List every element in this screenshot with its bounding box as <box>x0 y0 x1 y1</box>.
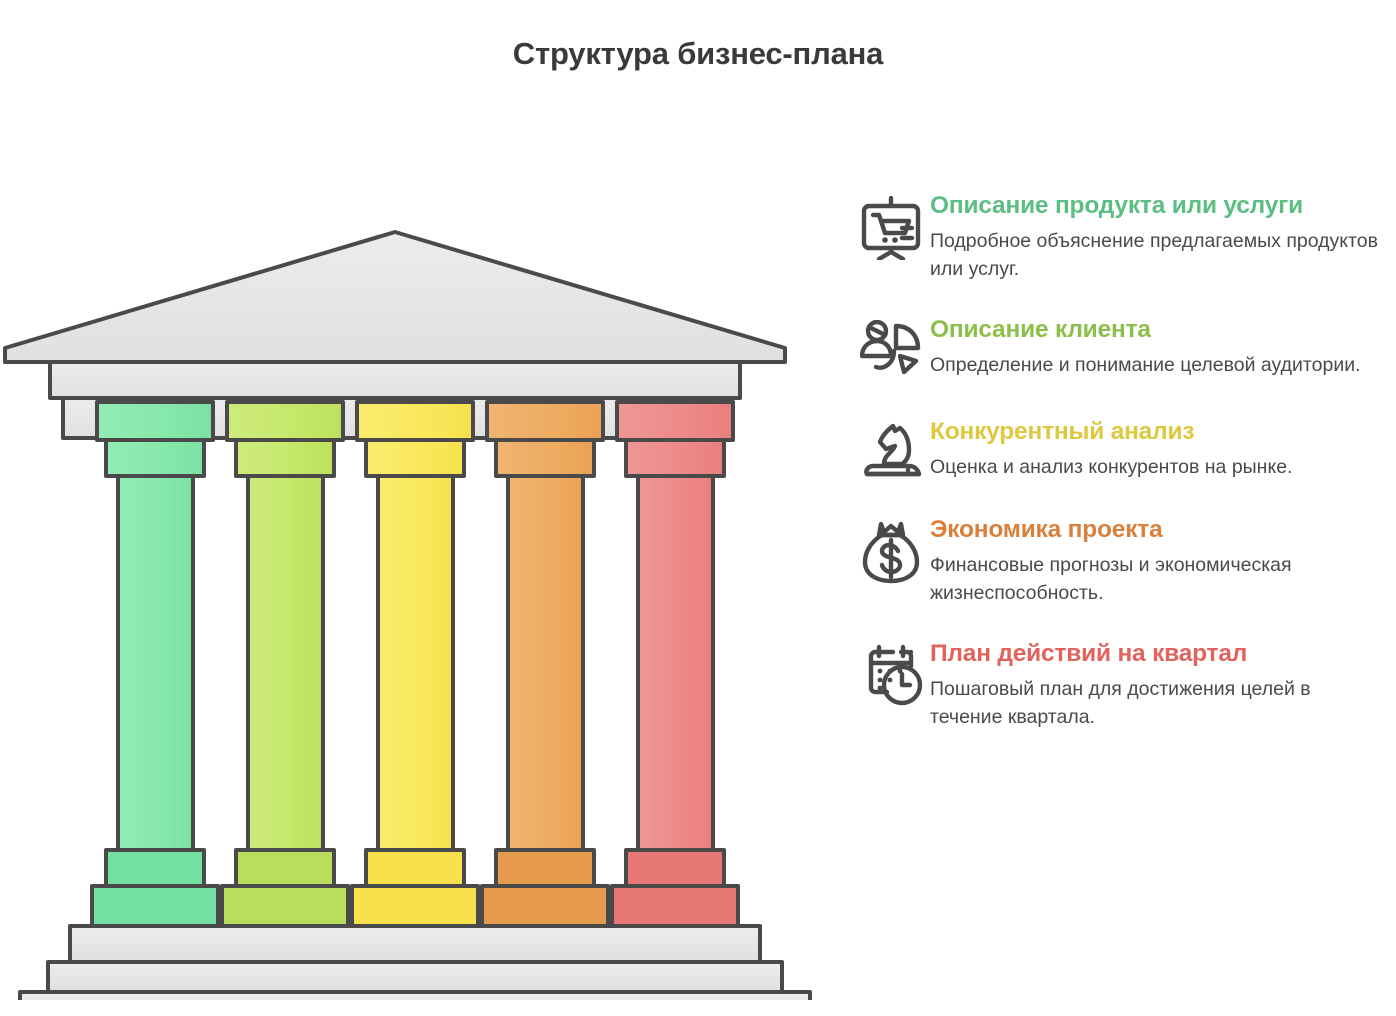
list-item-description: Пошаговый план для достижения целей в те… <box>930 677 1311 728</box>
list-item-heading: Описание клиента <box>930 315 1151 343</box>
list-item-heading: Описание продукта или услуги <box>930 192 1304 219</box>
list-item-description: Финансовые прогнозы и экономическая жизн… <box>930 554 1292 604</box>
column-product-description <box>90 400 220 928</box>
list-item-heading: Экономика проекта <box>930 515 1163 543</box>
column-quarter-action-plan <box>610 400 740 928</box>
list-item-description: Определение и понимание целевой аудитори… <box>930 354 1361 377</box>
temple-pediment <box>3 230 787 364</box>
column-competitive-analysis <box>350 400 480 928</box>
temple-entablature-upper <box>48 360 742 400</box>
list-item-project-economics[interactable]: Экономика проекта Финансовые прогнозы и … <box>852 514 1388 608</box>
chess-knight-icon <box>852 416 930 482</box>
temple-step-top <box>68 924 762 964</box>
list-item-heading: План действий на квартал <box>930 639 1248 667</box>
sections-list: Описание продукта или услуги Подробное о… <box>852 190 1388 744</box>
list-item-heading: Конкурентный анализ <box>930 417 1195 445</box>
temple-step-middle <box>46 960 784 994</box>
money-bag-icon <box>852 514 930 584</box>
person-pie-chart-icon <box>852 314 930 382</box>
list-item-description: Оценка и анализ конкурентов на рынке. <box>930 456 1293 479</box>
list-item-product-description[interactable]: Описание продукта или услуги Подробное о… <box>852 190 1388 284</box>
temple-step-bottom <box>18 990 812 1000</box>
list-item-quarter-action-plan[interactable]: План действий на квартал Пошаговый план … <box>852 638 1388 732</box>
page-title: Структура бизнес-плана <box>512 36 884 71</box>
list-item-description: Подробное объяснение предлагаемых продук… <box>930 230 1378 281</box>
column-project-economics <box>480 400 610 928</box>
presentation-cart-icon <box>852 190 930 260</box>
list-item-customer-description[interactable]: Описание клиента Определение и понимание… <box>852 314 1388 382</box>
temple-graphic <box>0 150 830 1000</box>
list-item-competitive-analysis[interactable]: Конкурентный анализ Оценка и анализ конк… <box>852 416 1388 482</box>
calendar-clock-icon <box>852 638 930 706</box>
column-customer-description <box>220 400 350 928</box>
